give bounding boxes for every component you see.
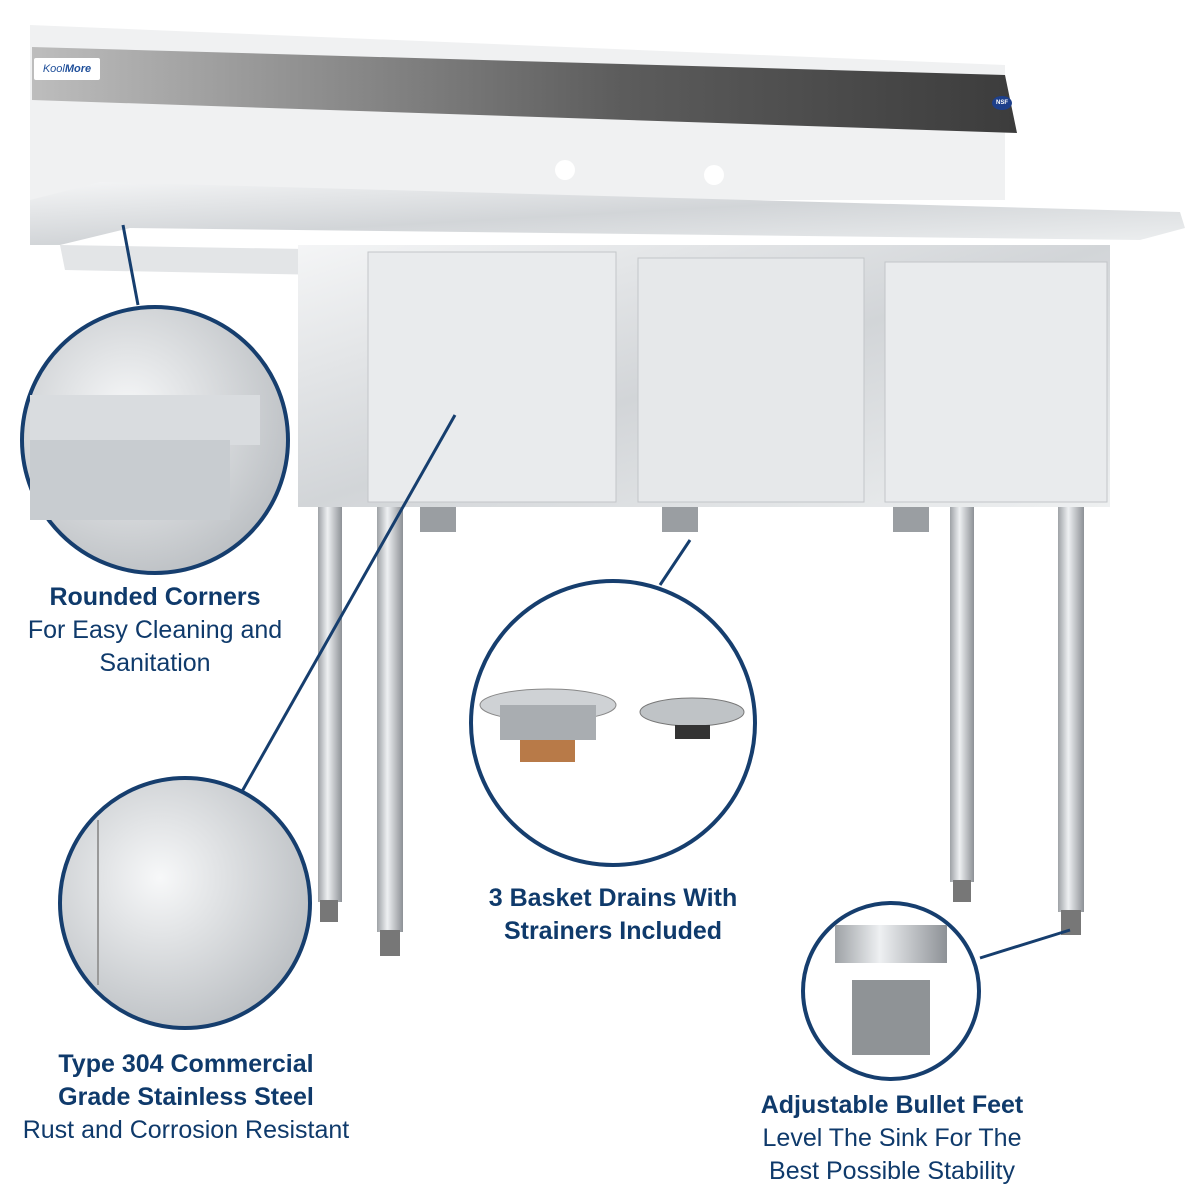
feature-title: 3 Basket Drains With <box>488 884 738 912</box>
feature-title: Strainers Included <box>503 917 723 945</box>
logo-text-bold: More <box>64 63 92 75</box>
feature-bullet-feet: Adjustable Bullet Feet Level The Sink Fo… <box>732 1089 1052 1188</box>
leg <box>950 507 974 882</box>
basket-drain-detail <box>469 579 757 867</box>
leg <box>318 507 342 902</box>
feature-basket-drains: 3 Basket Drains With Strainers Included <box>455 882 771 948</box>
leg <box>1058 507 1084 912</box>
feature-title: Rounded Corners <box>49 583 261 611</box>
backsplash-band <box>32 47 1017 133</box>
nsf-badge: NSF <box>992 96 1012 110</box>
drain-3 <box>893 507 929 532</box>
bowl-1 <box>367 251 617 503</box>
drain-1 <box>420 507 456 532</box>
drain-2 <box>662 507 698 532</box>
logo-text: Kool <box>42 63 65 75</box>
leg <box>377 507 403 932</box>
strainer <box>639 697 745 727</box>
callout-line <box>121 224 140 306</box>
feature-text: Best Possible Stability <box>769 1157 1015 1185</box>
drainboard <box>30 182 1185 245</box>
feature-rounded-corners: Rounded Corners For Easy Cleaning and Sa… <box>0 581 310 680</box>
feature-title: Type 304 Commercial <box>58 1050 314 1078</box>
feature-title: Adjustable Bullet Feet <box>760 1091 1024 1119</box>
feature-text: For Easy Cleaning and <box>27 616 283 644</box>
feature-text: Level The Sink For The <box>762 1124 1022 1152</box>
bowl-3 <box>884 261 1108 503</box>
callout-line <box>979 928 1071 960</box>
feature-text: Sanitation <box>99 649 211 677</box>
callout-line <box>658 539 692 586</box>
feature-title: Grade Stainless Steel <box>58 1083 314 1111</box>
feature-text: Rust and Corrosion Resistant <box>22 1116 350 1144</box>
callout-line <box>238 414 457 796</box>
feature-stainless-steel: Type 304 Commercial Grade Stainless Stee… <box>0 1048 372 1147</box>
bowl-2 <box>637 257 865 503</box>
stainless-steel-detail <box>58 776 312 1030</box>
